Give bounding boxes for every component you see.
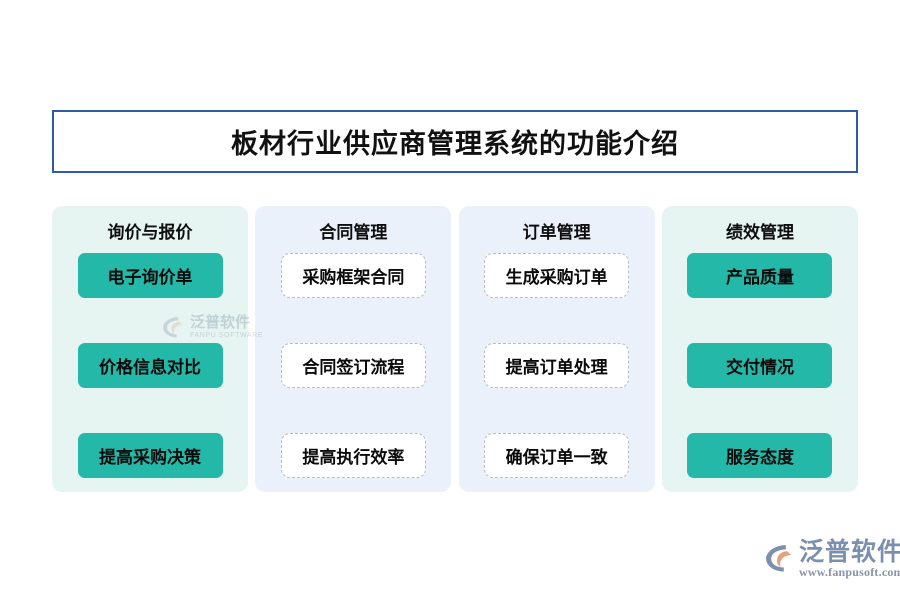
- column-header: 询价与报价: [107, 223, 193, 242]
- feature-item[interactable]: 确保订单一致: [484, 433, 630, 478]
- feature-item[interactable]: 交付情况: [687, 343, 833, 388]
- feature-item[interactable]: 提高订单处理: [484, 343, 630, 388]
- feature-item[interactable]: 合同签订流程: [280, 343, 426, 388]
- feature-item[interactable]: 采购框架合同: [280, 253, 426, 298]
- feature-item[interactable]: 产品质量: [687, 253, 833, 298]
- feature-item[interactable]: 提高采购决策: [77, 433, 223, 478]
- feature-column-contract-management[interactable]: 合同管理 采购框架合同 合同签订流程 提高执行效率: [255, 206, 452, 492]
- logo-wordmark: 泛普软件 www.fanpusoft.com: [799, 540, 900, 579]
- column-items: 电子询价单 价格信息对比 提高采购决策: [62, 253, 238, 480]
- feature-item[interactable]: 电子询价单: [77, 253, 223, 298]
- feature-item[interactable]: 价格信息对比: [77, 343, 223, 388]
- feature-item[interactable]: 服务态度: [687, 433, 833, 478]
- column-header: 订单管理: [522, 223, 591, 242]
- column-items: 生成采购订单 提高订单处理 确保订单一致: [469, 253, 645, 480]
- feature-columns: 询价与报价 电子询价单 价格信息对比 提高采购决策 合同管理 采购框架合同 合同…: [52, 206, 858, 492]
- column-header: 合同管理: [319, 223, 388, 242]
- page-title: 板材行业供应商管理系统的功能介绍: [231, 129, 679, 159]
- fanpu-logo-icon: [766, 545, 792, 572]
- feature-column-inquiry-quote[interactable]: 询价与报价 电子询价单 价格信息对比 提高采购决策: [52, 206, 248, 492]
- feature-item[interactable]: 生成采购订单: [484, 253, 630, 298]
- page-title-box: 板材行业供应商管理系统的功能介绍: [52, 110, 858, 173]
- column-items: 采购框架合同 合同签订流程 提高执行效率: [265, 253, 441, 480]
- brand-logo: 泛普软件 www.fanpusoft.com: [762, 540, 900, 579]
- feature-column-performance-management[interactable]: 绩效管理 产品质量 交付情况 服务态度: [661, 206, 858, 492]
- column-header: 绩效管理: [725, 223, 794, 242]
- feature-item[interactable]: 提高执行效率: [280, 433, 426, 478]
- logo-brand-cn: 泛普软件: [799, 539, 900, 566]
- logo-url: www.fanpusoft.com: [799, 565, 900, 579]
- feature-column-order-management[interactable]: 订单管理 生成采购订单 提高订单处理 确保订单一致: [458, 206, 655, 492]
- column-items: 产品质量 交付情况 服务态度: [672, 253, 848, 480]
